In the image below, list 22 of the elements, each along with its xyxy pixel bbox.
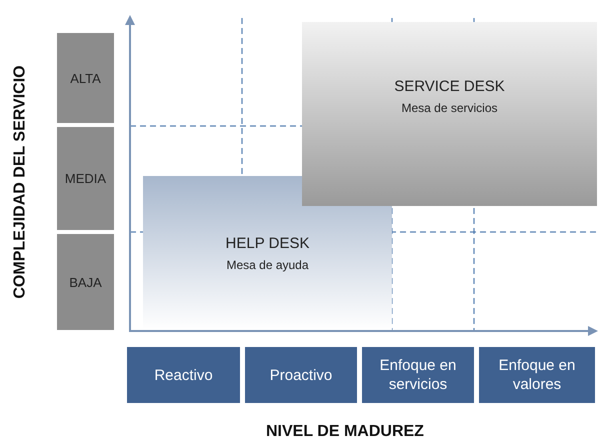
level-label: BAJA [69, 274, 102, 290]
maturity-label: Proactivo [270, 366, 332, 384]
level-box [57, 127, 114, 230]
level-label: MEDIA [64, 171, 106, 186]
x-axis-title: NIVEL DE MADUREZ [266, 423, 424, 441]
level-box [57, 33, 114, 123]
quadrant-box [143, 176, 392, 330]
maturity-box [479, 347, 595, 403]
quadrant-box [302, 22, 597, 206]
maturity-box [245, 347, 357, 403]
level-box [57, 234, 114, 330]
level-label: ALTA [70, 70, 101, 86]
maturity-label: Reactivo [154, 366, 213, 384]
maturity-box [127, 347, 240, 403]
maturity-box [362, 347, 474, 403]
maturity-label: Enfoque en servicios [378, 356, 458, 394]
quadrant-title: HELP DESK [226, 234, 310, 252]
quadrant-subtitle: Mesa de ayuda [226, 258, 309, 272]
y-axis-title: COMPLEJIDAD DEL SERVICIO [11, 65, 30, 299]
quadrant-title: SERVICE DESK [394, 78, 505, 95]
quadrant-subtitle: Mesa de servicios [401, 101, 498, 115]
maturity-label: Enfoque en valores [498, 356, 576, 394]
